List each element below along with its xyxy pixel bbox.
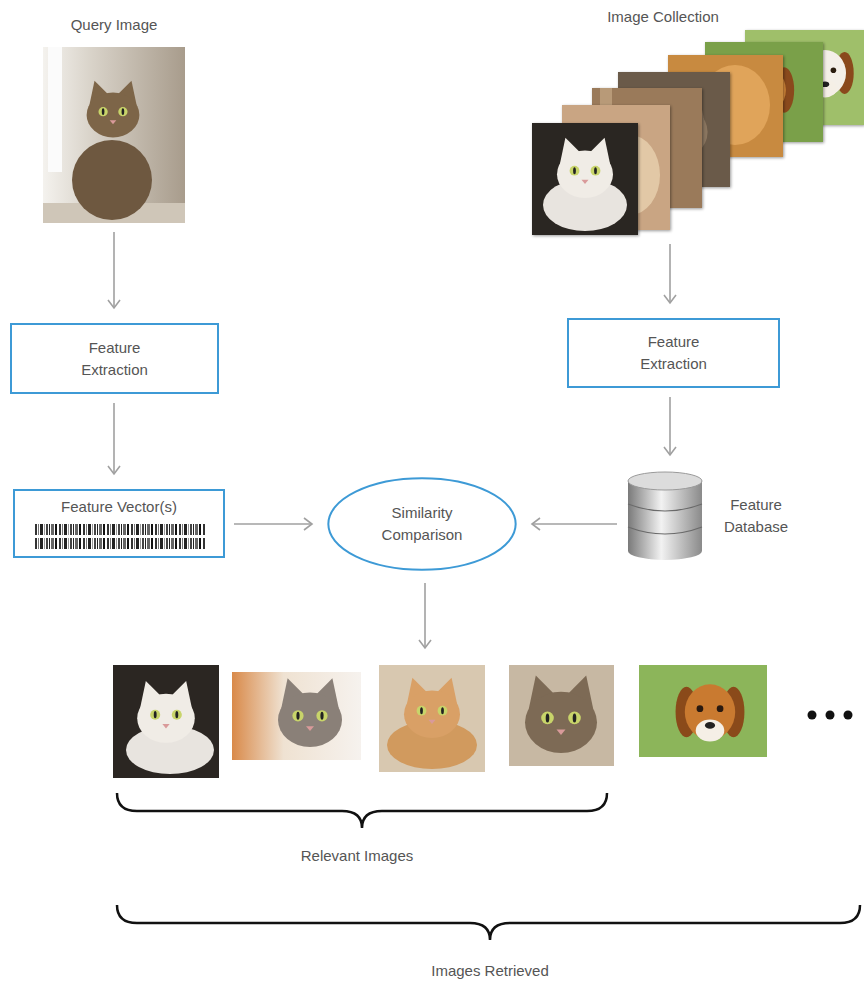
illustration-shape bbox=[232, 672, 361, 760]
illustration-shape bbox=[557, 138, 613, 198]
illustration-shape bbox=[628, 527, 702, 534]
connector-arrow bbox=[664, 397, 676, 455]
connector-line bbox=[669, 397, 671, 455]
arrow-head bbox=[664, 295, 676, 303]
arrow-head bbox=[108, 466, 120, 474]
illustration-shape bbox=[532, 123, 638, 235]
result-photos bbox=[113, 665, 767, 778]
illustration-shape bbox=[404, 678, 460, 738]
illustration-shape bbox=[808, 711, 817, 720]
illustration-shape bbox=[639, 665, 767, 757]
connector-line bbox=[532, 523, 617, 525]
illustration-shape bbox=[278, 678, 342, 747]
illustration-shape bbox=[419, 640, 431, 648]
illustration-shape bbox=[43, 47, 185, 223]
node-label: Feature Extraction bbox=[63, 337, 167, 381]
illustration-shape bbox=[113, 665, 219, 778]
ellipse-outline bbox=[327, 477, 517, 571]
illustration-shape bbox=[532, 123, 638, 235]
arrow-head bbox=[304, 518, 312, 530]
node-label: Feature Database bbox=[718, 494, 794, 538]
brace-label: Images Retrieved bbox=[390, 960, 590, 982]
node-label: Image Collection bbox=[607, 6, 719, 28]
connector-arrow bbox=[108, 232, 120, 308]
similarity-ellipse: Similarity Comparison bbox=[327, 477, 517, 571]
query-image: Query Image bbox=[43, 14, 185, 223]
process-box: Feature Extraction bbox=[10, 323, 219, 394]
brace-label: Relevant Images bbox=[257, 845, 457, 867]
arrow-head bbox=[664, 447, 676, 455]
illustration-shape bbox=[117, 905, 860, 940]
connector-arrow bbox=[108, 403, 120, 474]
node-label: Feature Vector(s) bbox=[61, 496, 177, 518]
illustration-shape bbox=[35, 538, 205, 549]
arrow-head bbox=[532, 518, 540, 530]
connector-line bbox=[113, 232, 115, 308]
brace bbox=[117, 793, 860, 940]
connector-arrow bbox=[532, 518, 617, 530]
connector-arrow bbox=[234, 518, 312, 530]
connector-line bbox=[113, 403, 115, 474]
image-collection-stack bbox=[532, 30, 864, 235]
arrow-head bbox=[108, 300, 120, 308]
illustration-shape bbox=[35, 524, 205, 535]
connector-line bbox=[234, 523, 312, 525]
illustration-shape bbox=[328, 478, 515, 569]
result-arrow bbox=[419, 583, 431, 648]
illustration-shape bbox=[525, 676, 597, 753]
illustration-shape bbox=[72, 140, 152, 220]
illustration-shape bbox=[676, 684, 745, 741]
database-cylinder bbox=[626, 470, 704, 562]
connector-line bbox=[669, 244, 671, 303]
illustration-shape bbox=[826, 711, 835, 720]
connector-arrow bbox=[664, 244, 676, 303]
node-label: Feature Extraction bbox=[622, 331, 726, 375]
illustration-shape bbox=[379, 665, 485, 772]
node-label: Query Image bbox=[71, 14, 158, 36]
illustration-shape bbox=[628, 472, 702, 490]
query-photo bbox=[43, 47, 185, 223]
illustration-shape bbox=[509, 665, 614, 766]
illustration-shape bbox=[117, 793, 607, 828]
illustration-shape bbox=[628, 504, 702, 511]
illustration-shape bbox=[844, 711, 853, 720]
process-box: Feature Extraction bbox=[567, 318, 780, 388]
illustration-shape bbox=[48, 47, 62, 172]
feature-barcode bbox=[35, 524, 205, 550]
illustration-shape bbox=[87, 81, 140, 138]
illustration-shape bbox=[137, 681, 195, 743]
more-dots bbox=[808, 711, 853, 720]
illustration-shape bbox=[424, 583, 426, 648]
image-collection: Image Collection bbox=[532, 6, 794, 235]
feature-database: Feature Database bbox=[626, 470, 798, 562]
node-label: Similarity Comparison bbox=[370, 502, 474, 546]
illustration-shape bbox=[628, 481, 702, 551]
feature-vector-box: Feature Vector(s) bbox=[13, 489, 225, 558]
